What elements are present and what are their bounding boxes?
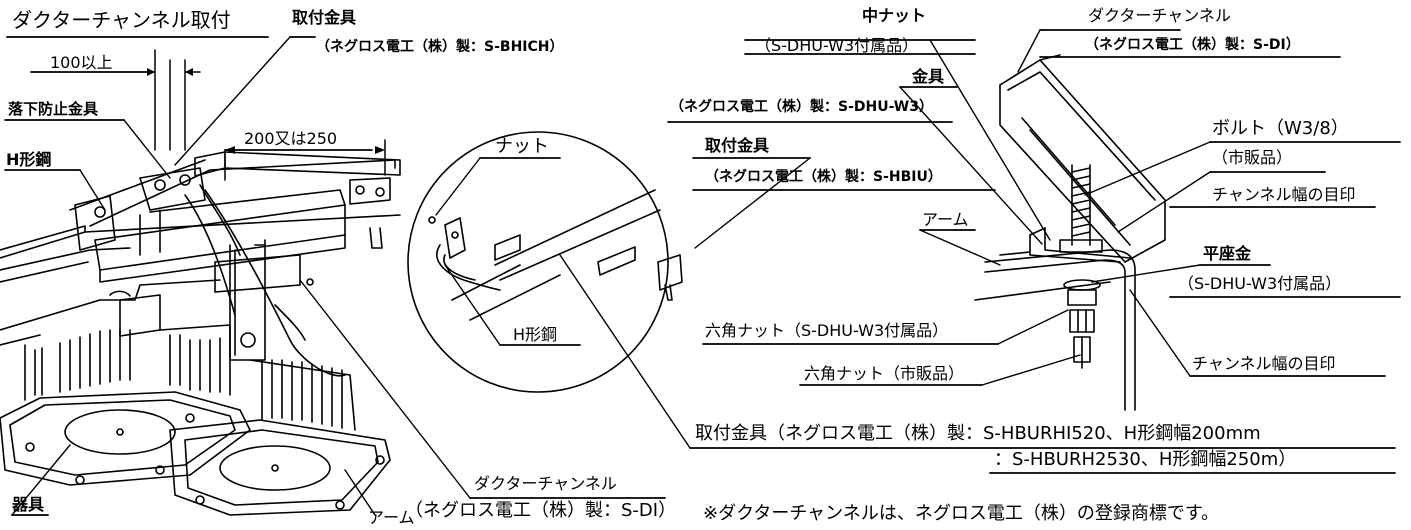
flat-washer-label: 平座金: [1203, 244, 1252, 263]
leader-lines: [11, 29, 1211, 516]
fall-prevention-label: 落下防止金具: [8, 100, 99, 118]
spacing-200-250-label: 200又は250: [244, 129, 338, 148]
arm-label-bottom: アーム: [368, 508, 415, 527]
hex-nut-commercial-label: 六角ナット（市販品）: [804, 364, 965, 383]
channel-width-mark-label-2: チャンネル幅の目印: [1192, 354, 1336, 373]
bracket-label: 金具: [912, 67, 945, 86]
right-assembly-drawing: [974, 54, 1166, 411]
bolt-threads: [1071, 167, 1091, 237]
fixture-label: 器具: [12, 495, 45, 514]
bracket-model: （ネグロス電工（株）製：S-DHU-W3）: [670, 99, 933, 115]
arrowheads: [147, 68, 385, 154]
spacing-100-label: 100以上: [50, 53, 113, 72]
nut-label: ナット: [495, 136, 549, 157]
duct-channel-mount-heading: ダクターチャンネル取付: [12, 8, 231, 32]
bolt-note: （市販品）: [1212, 148, 1293, 167]
duct-channel-bottom-model: （ネグロス電工（株）製：S-DI）: [405, 500, 677, 521]
mount-bracket-a-model: （ネグロス電工（株）製：S-BHICH）: [316, 39, 564, 55]
left-assembly-drawing: [0, 151, 401, 516]
trademark-note: ※ダクターチャンネルは、ネグロス電工（株）の登録商標です。: [703, 503, 1220, 524]
arm-label-right: アーム: [922, 210, 969, 229]
heat-sink-fins: [34, 329, 343, 429]
duct-channel-right-label: ダクターチャンネル: [1088, 6, 1231, 25]
mount-bracket-a-label: 取付金具: [292, 8, 357, 27]
flat-washer-accessory: （S-DHU-W3付属品）: [1178, 274, 1342, 293]
hex-nut-accessory-label: 六角ナット（S-DHU-W3付属品）: [705, 321, 949, 340]
h-beam-label-left: H形鋼: [6, 150, 52, 169]
bolt-label: ボルト（W3/8）: [1212, 118, 1349, 139]
mount-bracket-b-label: 取付金具: [705, 136, 770, 155]
mount-bracket-c-line2: ：S-HBURH2530、H形鋼幅250m）: [994, 449, 1297, 470]
center-nut-label: 中ナット: [862, 6, 927, 25]
dimension-lines: [149, 49, 386, 181]
channel-width-mark-label-1: チャンネル幅の目印: [1212, 185, 1356, 204]
h-beam-label-detail: H形鋼: [513, 325, 558, 344]
label-underlines: [4, 29, 1401, 516]
mount-bracket-c-line1: 取付金具（ネグロス電工（株）製：S-HBURHI520、H形鋼幅200mm: [695, 423, 1261, 444]
mount-bracket-b-model: （ネグロス電工（株）製：S-HBIU）: [705, 169, 942, 185]
duct-channel-right-model: （ネグロス電工（株）製：S-DI）: [1085, 37, 1300, 53]
duct-channel-bottom-label: ダクターチャンネル: [474, 474, 617, 493]
detail-view-drawing: [407, 131, 683, 393]
center-nut-accessory: （S-DHU-W3付属品）: [755, 36, 919, 55]
